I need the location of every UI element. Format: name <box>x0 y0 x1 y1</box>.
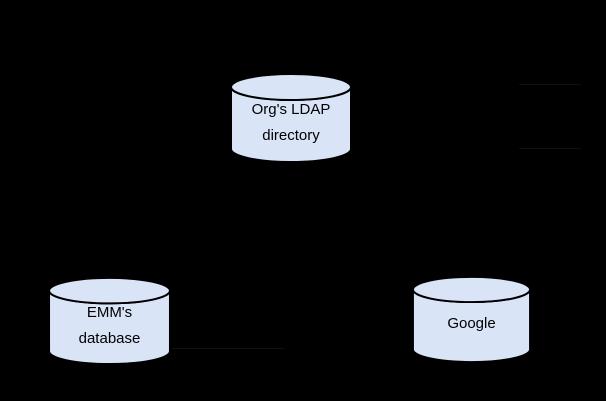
faint-connector-line-artifact <box>519 84 581 85</box>
cylinder-shape-icon <box>230 73 352 163</box>
node-label-line: EMM's <box>86 303 133 321</box>
cylinder-top <box>411 275 532 304</box>
cylinder-shape-icon <box>48 276 171 365</box>
faint-connector-line-artifact <box>172 348 284 349</box>
database-cylinder-google: Google <box>411 275 532 363</box>
node-label-line: Google <box>447 315 496 332</box>
node-label-line: directory <box>262 126 320 144</box>
node-label-line: Org's LDAP <box>251 100 331 118</box>
cylinder-top <box>230 73 352 101</box>
node-label-ldap-directory: Org's LDAP directory <box>229 98 353 161</box>
database-cylinder-ldap-directory: Org's LDAP directory <box>229 72 353 163</box>
cylinder-top <box>48 276 171 305</box>
cylinder-shape-icon <box>411 275 532 363</box>
database-cylinder-emm-database: EMM's database <box>47 276 172 365</box>
faint-connector-line-artifact <box>519 148 581 149</box>
node-label-emm-database: EMM's database <box>47 302 172 363</box>
node-label-google: Google <box>411 301 532 361</box>
node-label-line: database <box>78 329 141 347</box>
